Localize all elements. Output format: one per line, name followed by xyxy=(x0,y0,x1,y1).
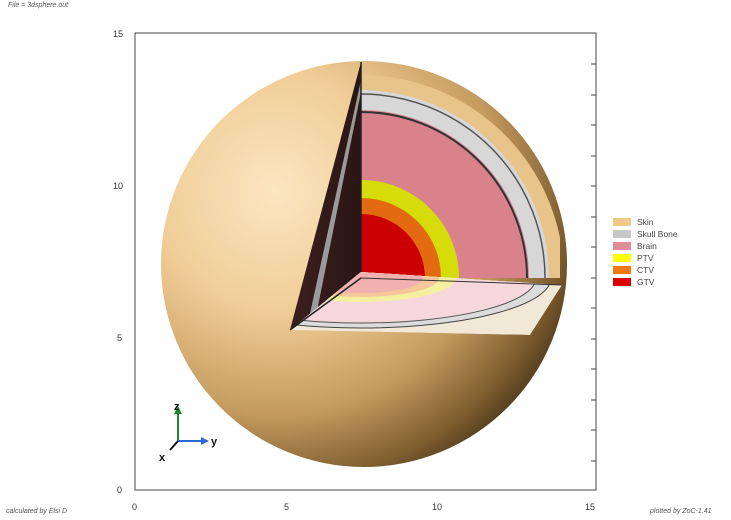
y-axis-label: y xyxy=(211,436,218,448)
x-tick-label: 5 xyxy=(284,502,289,512)
y-tick-label: 0 xyxy=(117,485,122,495)
gtv-layer-face xyxy=(361,214,425,278)
cut-wall-bone-band xyxy=(309,80,361,318)
x-tick-label: 15 xyxy=(585,502,595,512)
x-axis-label: x xyxy=(159,452,166,464)
plotted-by-label: plotted by ZoC-1.41 xyxy=(650,508,712,515)
legend: Skin Skull Bone Brain PTV CTV GTV xyxy=(613,216,678,288)
y-tick-label: 5 xyxy=(117,333,122,343)
legend-label: Skull Bone xyxy=(637,229,678,239)
legend-swatch-skin xyxy=(613,218,631,226)
calculated-by-label: calculated by Elsi D xyxy=(6,508,68,515)
legend-swatch-brain xyxy=(613,242,631,250)
legend-label: Skin xyxy=(637,217,654,227)
legend-label: GTV xyxy=(637,277,655,287)
legend-swatch-ctv xyxy=(613,266,631,274)
orientation-triad: z y x xyxy=(159,401,218,464)
x-tick-label: 0 xyxy=(132,502,137,512)
cut-wall-left xyxy=(290,62,361,330)
y-tick-label: 15 xyxy=(113,29,123,39)
plot-frame xyxy=(134,32,597,491)
legend-item-brain: Brain xyxy=(613,240,678,252)
z-axis-label: z xyxy=(174,401,180,413)
legend-swatch-ptv xyxy=(613,254,631,262)
x-axis-arrow xyxy=(169,440,179,451)
file-label: File = 3dsphere.out xyxy=(8,2,69,9)
right-tick-marks xyxy=(591,63,596,462)
legend-label: CTV xyxy=(637,265,654,275)
legend-item-skin: Skin xyxy=(613,216,678,228)
legend-swatch-skull-bone xyxy=(613,230,631,238)
cut-edge-horizontal xyxy=(360,277,563,286)
brain-layer-face xyxy=(361,110,529,278)
legend-item-skull-bone: Skull Bone xyxy=(613,228,678,240)
bone-edge-line xyxy=(361,93,546,278)
brain-edge-line xyxy=(361,111,528,278)
cut-face-right xyxy=(361,75,560,278)
z-arrow-head xyxy=(174,406,182,414)
x-tick-label: 10 xyxy=(432,502,442,512)
legend-item-gtv: GTV xyxy=(613,276,678,288)
y-tick-label: 10 xyxy=(113,181,123,191)
legend-swatch-gtv xyxy=(613,278,631,286)
legend-label: Brain xyxy=(637,241,657,251)
cut-edge-diagonal xyxy=(289,277,362,331)
y-arrow-head xyxy=(201,437,209,445)
legend-item-ctv: CTV xyxy=(613,264,678,276)
legend-label: PTV xyxy=(637,253,654,263)
legend-item-ptv: PTV xyxy=(613,252,678,264)
